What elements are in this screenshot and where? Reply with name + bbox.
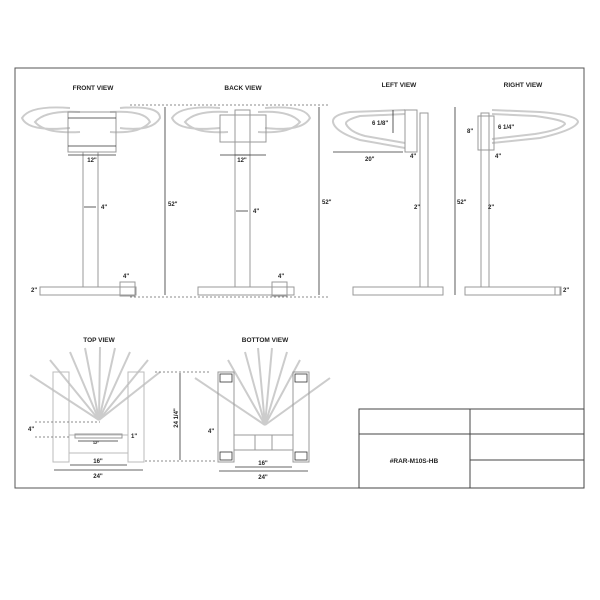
back-view-title: BACK VIEW bbox=[224, 85, 262, 92]
bottom-outer-dim: 24" bbox=[258, 475, 268, 481]
front-foot-dim: 4" bbox=[123, 274, 129, 280]
top-plate-dim: 1" bbox=[131, 434, 137, 440]
bottom-offset-dim: 4" bbox=[208, 429, 214, 435]
right-spacing-dim: 6 1/4" bbox=[498, 125, 514, 131]
right-mount-dim: 4" bbox=[495, 154, 501, 160]
back-view-drawing: 12" 4" 4" bbox=[170, 106, 312, 297]
title-block: #RAR-M10S-HB bbox=[358, 408, 585, 489]
right-bracket-dim: 8" bbox=[467, 129, 473, 135]
right-view-title: RIGHT VIEW bbox=[504, 82, 544, 89]
left-height-dim: 52" bbox=[322, 200, 332, 206]
front-view-drawing: 12" 4" 4" 2" bbox=[20, 106, 162, 297]
left-pole-dim: 2" bbox=[414, 205, 420, 211]
left-view-drawing: 52" 6 1/8" 20" 4" 2" bbox=[318, 107, 444, 296]
part-number: #RAR-M10S-HB bbox=[390, 458, 439, 465]
back-width-dim: 12" bbox=[237, 158, 247, 164]
front-width-dim: 12" bbox=[87, 158, 97, 164]
bottom-inner-dim: 16" bbox=[258, 461, 268, 467]
left-spacing-dim: 6 1/8" bbox=[372, 121, 388, 127]
top-view-title: TOP VIEW bbox=[83, 337, 115, 344]
right-view-drawing: 52" 6 1/4" 8" 4" 2" 2" bbox=[454, 107, 580, 296]
top-mount-dim: 12" bbox=[93, 440, 99, 445]
back-height-dim: 52" bbox=[168, 202, 178, 208]
front-pole-dim: 4" bbox=[101, 205, 107, 211]
top-outer-dim: 24" bbox=[93, 474, 103, 480]
bottom-view-drawing: 4" 16" 24" bbox=[194, 347, 331, 481]
back-pole-dim: 4" bbox=[253, 209, 259, 215]
top-view-drawing: 4" 1" 12" 16" 24" bbox=[28, 346, 161, 480]
right-pole-dim: 2" bbox=[488, 205, 494, 211]
front-view-title: FRONT VIEW bbox=[73, 85, 115, 92]
front-base-height-dim: 2" bbox=[31, 288, 37, 294]
bottom-view-title: BOTTOM VIEW bbox=[242, 337, 289, 344]
top-offset-dim: 4" bbox=[28, 427, 34, 433]
right-height-dim: 52" bbox=[457, 200, 467, 206]
drawing-frame bbox=[14, 67, 585, 489]
left-view-title: LEFT VIEW bbox=[382, 82, 418, 89]
right-base-height-dim: 2" bbox=[563, 288, 569, 294]
back-foot-dim: 4" bbox=[278, 274, 284, 280]
left-arm-dim: 20" bbox=[365, 157, 375, 163]
bottom-depth-dim: 24 1/4" bbox=[174, 408, 180, 428]
top-inner-dim: 16" bbox=[93, 459, 103, 465]
left-mount-dim: 4" bbox=[410, 154, 416, 160]
